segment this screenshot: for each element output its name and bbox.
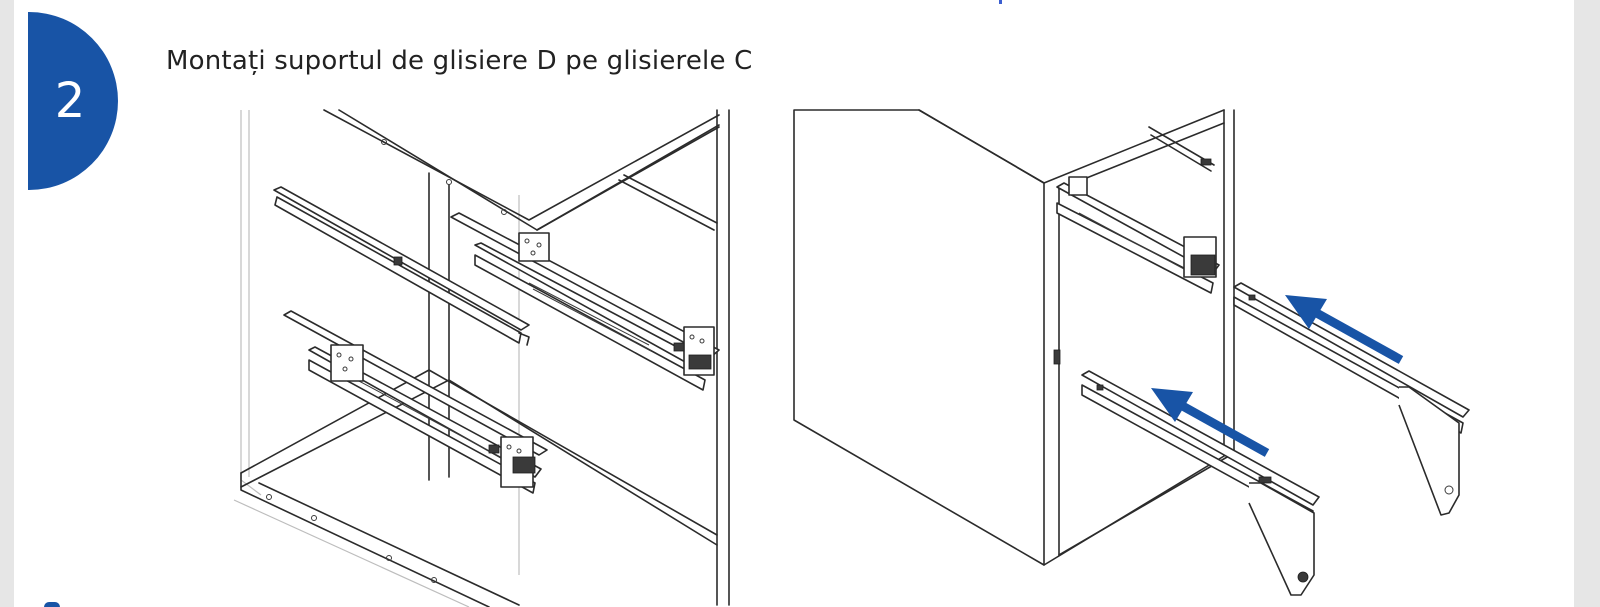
next-step-badge-edge [44, 602, 60, 607]
cabinet-frame-illustration [219, 105, 749, 607]
cabinet-support-illustration [779, 105, 1479, 607]
step-badge: 2 [28, 12, 118, 190]
top-edge-mark [999, 0, 1002, 4]
step-instruction: Montați suportul de glisiere D pe glisie… [166, 46, 753, 76]
step-number: 2 [54, 73, 86, 129]
instruction-sheet: 2 Montați suportul de glisiere D pe glis… [14, 0, 1574, 607]
